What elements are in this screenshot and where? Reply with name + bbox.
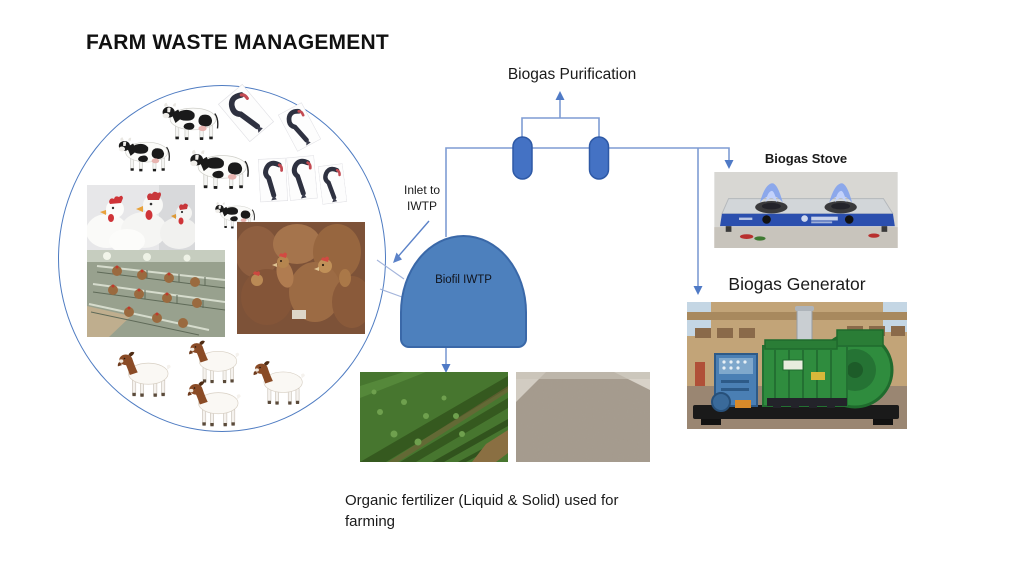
digester-label: Biofil IWTP — [435, 274, 492, 286]
inlet-label-line2: IWTP — [407, 198, 437, 213]
inlet-label-line1: Inlet to — [403, 183, 441, 197]
brown-hens-image — [237, 222, 365, 334]
catfish-image — [285, 142, 319, 214]
catfish-image — [257, 146, 288, 213]
layer-cage-image — [87, 250, 225, 337]
inlet-arrowhead — [393, 252, 402, 263]
pipe-digester-to-manifold — [445, 147, 730, 237]
biogas-purification-label: Biogas Purification — [507, 66, 637, 83]
biogas-stove-image — [711, 172, 901, 248]
inlet-pipe-line — [379, 288, 403, 298]
biogas-generator-label: Biogas Generator — [728, 274, 866, 294]
biogas-generator-image — [686, 302, 908, 429]
purification-bracket — [521, 117, 600, 138]
purification-capsule-left — [512, 136, 533, 180]
purification-capsule-right — [588, 136, 610, 180]
inlet-label: Inlet to IWTP — [392, 183, 452, 214]
biofil-digester-dome: Biofil IWTP — [400, 235, 527, 348]
biogas-stove-label: Biogas Stove — [764, 151, 848, 166]
page-title: FARM WASTE MANAGEMENT — [86, 31, 389, 54]
goat-image — [246, 360, 310, 407]
goat-image — [180, 377, 246, 432]
arrowhead-up-purification — [555, 91, 565, 100]
dairy-cow-image — [112, 134, 174, 174]
solid-fertilizer-image — [516, 372, 650, 462]
broiler-chickens-image — [87, 185, 195, 250]
goat-image — [110, 350, 176, 400]
farm-sources-circle — [58, 85, 386, 432]
liquid-fertilizer-field-image — [360, 372, 508, 462]
fertilizer-caption: Organic fertilizer (Liquid & Solid) used… — [345, 492, 619, 530]
